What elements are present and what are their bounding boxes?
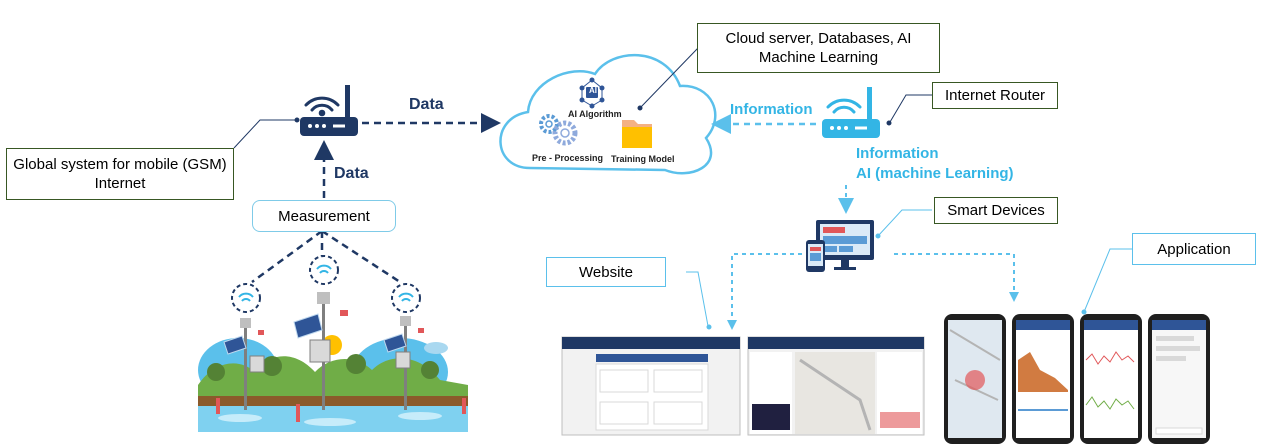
app-screenshot-2 xyxy=(1012,314,1074,444)
website-callout: Website xyxy=(546,257,666,287)
app-screenshot-4 xyxy=(1148,314,1210,444)
ai-ml-label: AI (machine Learning) xyxy=(856,165,1014,182)
information-label-below: Information xyxy=(856,145,939,162)
wifi-icon xyxy=(304,96,340,117)
wifi-icon xyxy=(231,255,421,313)
ai-network-icon xyxy=(579,77,605,109)
pre-processing-label: Pre - Processing xyxy=(532,153,604,163)
cloud-icon xyxy=(499,54,717,175)
application-callout: Application xyxy=(1132,233,1256,265)
training-model-label: Training Model xyxy=(611,154,675,164)
information-label-left: Information xyxy=(730,101,813,118)
measurement-pill: Measurement xyxy=(252,200,396,232)
ai-algorithm-label: AI Algorithm xyxy=(568,109,622,119)
wifi-icon xyxy=(826,98,862,114)
device-connectors xyxy=(731,253,1015,326)
sensor-station-illustration xyxy=(198,292,468,432)
solar-panel-icon xyxy=(223,313,407,355)
callout-leaders-cyan xyxy=(686,209,1132,330)
gsm-callout: Global system for mobile (GSM) Internet xyxy=(6,148,234,200)
data-label-vertical: Data xyxy=(334,165,369,182)
ai-badge: AI xyxy=(589,86,597,95)
data-label-horizontal: Data xyxy=(409,96,444,113)
phone-icon xyxy=(806,240,825,272)
smart-devices-callout: Smart Devices xyxy=(934,197,1058,224)
app-screenshot-3 xyxy=(1080,314,1142,444)
callout-leaders xyxy=(233,47,932,149)
monitor-icon xyxy=(816,220,874,270)
app-screenshot-1 xyxy=(944,314,1006,444)
website-screenshot-2 xyxy=(747,336,925,436)
cloud-callout: Cloud server, Databases, AI Machine Lear… xyxy=(697,23,940,73)
measurement-links xyxy=(251,229,401,284)
router-icon xyxy=(300,85,358,136)
website-screenshot-1 xyxy=(561,336,741,436)
gear-icon xyxy=(539,114,578,146)
folder-icon xyxy=(622,120,652,148)
router-icon xyxy=(822,87,880,138)
router-callout: Internet Router xyxy=(932,82,1058,109)
